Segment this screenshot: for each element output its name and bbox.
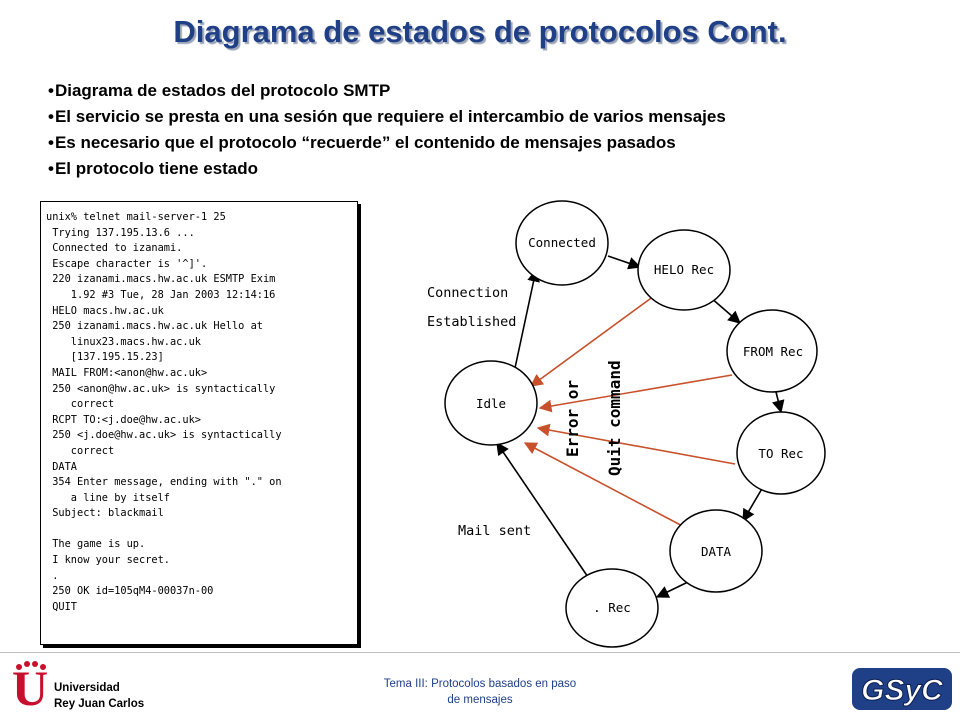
urjc-logo: U Universidad Rey Juan Carlos <box>8 660 168 718</box>
university-name: Universidad Rey Juan Carlos <box>54 682 145 710</box>
urjc-logo-mark: U <box>12 660 49 716</box>
telnet-transcript: unix% telnet mail-server-1 25 Trying 137… <box>46 211 282 613</box>
connection-established-label-1: Connection <box>427 285 508 301</box>
transition-dot-idle <box>496 441 591 581</box>
state-from-rec: FROM Rec <box>726 309 818 393</box>
state-connected-label: Connected <box>528 235 596 250</box>
error-or-quit-label-1: Error or <box>563 380 582 457</box>
state-idle-label: Idle <box>476 396 506 411</box>
footer-divider <box>0 652 960 653</box>
gsyc-logo: GSyC <box>852 668 952 710</box>
state-from-rec-label: FROM Rec <box>743 344 803 359</box>
error-transition-from-idle <box>538 374 733 413</box>
state-data-label: DATA <box>701 544 732 559</box>
state-connected: Connected <box>515 200 609 286</box>
transition-idle-connected <box>514 268 540 369</box>
slide-title: Diagrama de estados de protocolos Cont. <box>173 14 787 49</box>
transition-connected-helo <box>607 255 642 270</box>
connection-established-label-2: Established <box>427 314 516 330</box>
crown-icon <box>16 661 46 670</box>
transition-data-dot <box>655 581 689 598</box>
error-transition-helo-idle <box>529 295 655 387</box>
error-transition-to-idle <box>536 423 736 465</box>
smtp-state-diagram: Connected HELO Rec FROM Rec Idle TO Rec … <box>427 200 826 648</box>
bullet-list: Diagrama de estados del protocolo SMTP E… <box>48 78 726 182</box>
error-or-quit-label-2: Quit command <box>605 360 624 476</box>
gsyc-logo-text: GSyC <box>861 674 944 707</box>
footer-caption: Tema III: Protocolos basados en paso de … <box>383 678 577 706</box>
state-dot-rec-label: . Rec <box>593 600 631 615</box>
error-transition-data-idle <box>523 442 691 531</box>
transition-from-to <box>771 391 785 414</box>
state-dot-rec: . Rec <box>565 568 659 648</box>
bullet-item: Es necesario que el protocolo “recuerde”… <box>48 130 726 156</box>
telnet-session-box: unix% telnet mail-server-1 25 Trying 137… <box>40 201 358 645</box>
bullet-item: Diagrama de estados del protocolo SMTP <box>48 78 726 104</box>
bullet-item: El protocolo tiene estado <box>48 156 726 182</box>
state-helo-rec-label: HELO Rec <box>654 262 714 277</box>
state-idle: Idle <box>444 360 538 446</box>
bullet-item: El servicio se presta en una sesión que … <box>48 104 726 130</box>
state-to-rec: TO Rec <box>736 411 826 495</box>
state-data: DATA <box>669 509 763 593</box>
state-to-rec-label: TO Rec <box>758 446 803 461</box>
mail-sent-label: Mail sent <box>458 523 531 539</box>
state-helo-rec: HELO Rec <box>637 229 731 311</box>
